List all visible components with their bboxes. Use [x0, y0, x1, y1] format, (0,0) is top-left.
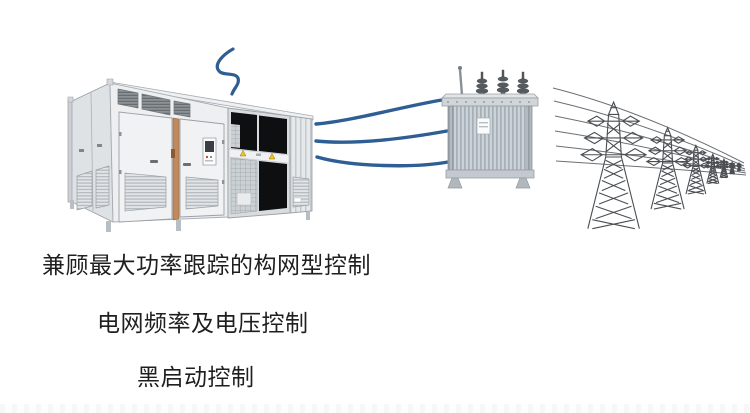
feature-text-black-start-control: 黑启动控制 [137, 365, 255, 390]
container-front-doors [118, 111, 225, 223]
door-hinge [119, 170, 122, 174]
container-leg [70, 200, 74, 209]
transformer-vent-pipe [458, 69, 464, 96]
cable-line-3 [315, 155, 450, 168]
end-cap-tag [293, 197, 302, 203]
control-indicator [209, 155, 213, 159]
container-vent-grilles [117, 88, 191, 118]
container-leg [176, 220, 181, 231]
feature-text-frequency-voltage-control: 电网频率及电压控制 [97, 311, 309, 336]
door-hinge [222, 140, 225, 144]
warning-triangle-icon [239, 150, 247, 157]
container-leg [106, 221, 111, 232]
wire-line [553, 100, 745, 167]
door-louver-left [124, 172, 167, 212]
warning-triangle-icon [268, 153, 276, 160]
control-display [205, 141, 214, 152]
copper-strip-latch [171, 149, 175, 158]
grid-squiggle-icon [215, 47, 240, 96]
nameplate-line [479, 126, 488, 128]
transformer-vent-tip [458, 66, 462, 70]
transformer-lid-top [441, 93, 539, 99]
cropped-text-artifact [0, 404, 750, 413]
bay-white-box [236, 192, 252, 206]
tower-3 [683, 145, 709, 195]
energy-storage-container-illustration [67, 78, 314, 232]
bay-bar-mark [256, 153, 261, 156]
left-corner-post [67, 97, 73, 203]
wire-line [552, 87, 745, 164]
control-label [205, 160, 213, 162]
cable-line-2 [314, 129, 449, 144]
door-handle-left [150, 160, 158, 163]
bay-panel-top-right [259, 115, 287, 154]
left-face-handle [97, 144, 102, 147]
vent-grille [173, 100, 191, 118]
bay-rack-bottom-left [230, 157, 258, 215]
bay-panel-bottom-right [259, 161, 287, 211]
door-copper-strip [172, 117, 180, 221]
door-handle-right [183, 163, 191, 166]
corner-casting [67, 96, 74, 103]
door-hinge [222, 180, 225, 184]
transformer-illustration [441, 66, 539, 189]
corner-casting [106, 78, 114, 86]
lid-bolts [447, 101, 530, 103]
transformer-body-fins [447, 105, 533, 171]
transmission-towers-illustration [552, 87, 747, 229]
bay-rack-strip [231, 124, 240, 148]
container-end-cap [289, 115, 313, 214]
ac-cables [314, 98, 450, 168]
container-control-panel [202, 137, 217, 166]
control-indicator [205, 155, 209, 159]
transformer-base-band [445, 169, 535, 179]
left-face-handle [79, 149, 84, 152]
cable-line-1 [314, 98, 444, 126]
body-shade-left [448, 106, 454, 170]
wire-line [555, 160, 747, 176]
left-face-louver-2 [95, 165, 110, 209]
transformer-foot-left [447, 177, 463, 189]
left-face-seam [90, 91, 94, 212]
transformer-bushings [475, 69, 530, 98]
transformer-foot-right [515, 177, 531, 189]
tower-7 [737, 163, 742, 171]
feature-text-grid-forming-control: 兼顾最大功率跟踪的构网型控制 [42, 253, 371, 278]
door-louver-right [185, 176, 219, 210]
left-face-louver-1 [76, 170, 93, 211]
body-shade-right [526, 106, 532, 170]
end-cap-louver [292, 176, 310, 208]
tower-6 [729, 162, 736, 174]
vent-grille [117, 88, 139, 109]
vent-grille [141, 93, 171, 116]
inverter-bay [227, 107, 291, 219]
container-leg [306, 212, 310, 220]
door-hinge [119, 132, 122, 136]
tower-4 [705, 154, 721, 184]
nameplate-line [479, 122, 488, 124]
